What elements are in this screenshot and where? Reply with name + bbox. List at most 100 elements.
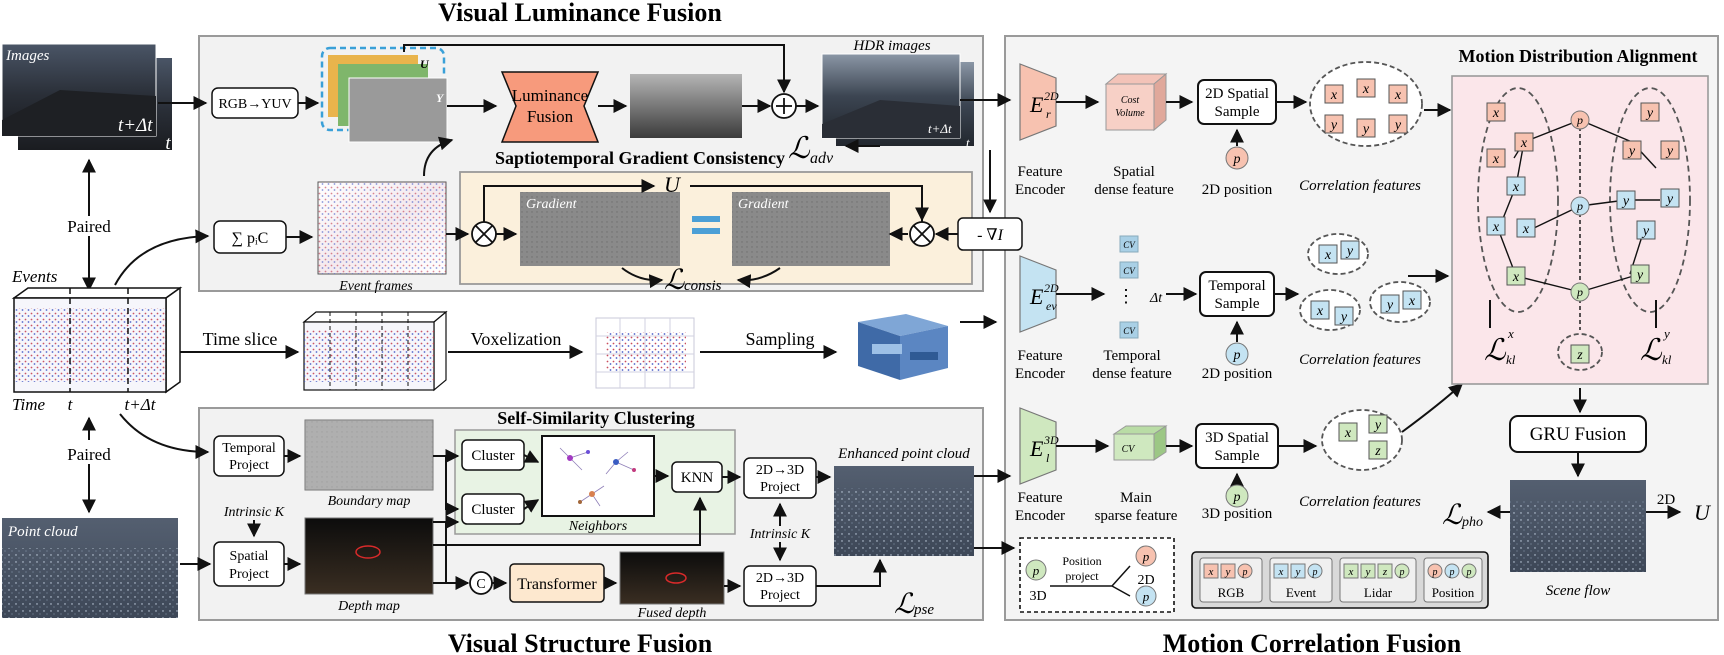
spatial-2d-1: 2D Spatial	[1205, 86, 1269, 102]
mda-y-0: y	[1645, 106, 1654, 121]
mda-x-4-box	[1486, 216, 1506, 236]
corr-rgb-1-box	[1356, 78, 1376, 98]
spatial-3d-2: Sample	[1215, 448, 1260, 464]
corr-cells-lidar: xyz	[1338, 414, 1388, 460]
cv-ellipsis: ⋮	[1117, 286, 1135, 306]
enhanced-point-cloud-dots	[834, 488, 974, 556]
legend-0-box-0	[1203, 563, 1219, 579]
cost-volume-2: Volume	[1115, 108, 1145, 119]
arrow-event-to-fusion	[423, 136, 454, 177]
cost-volume-side	[1153, 72, 1167, 132]
sampling-label: Sampling	[745, 329, 814, 349]
knn-label: KNN	[681, 470, 714, 486]
mda-z: z	[1576, 348, 1583, 363]
legend-2-node-3	[1394, 563, 1410, 579]
position-project-3d-node	[1025, 559, 1047, 581]
encoder-lidar	[1019, 407, 1057, 485]
multiply-op-right-x	[913, 225, 931, 243]
corr-rgb-0-box	[1324, 84, 1344, 104]
cluster-1-label: Cluster	[471, 448, 514, 464]
mda-p-lidar: p	[1576, 285, 1583, 299]
yuv-y-tag: Y	[436, 91, 445, 105]
gradient-image-right	[732, 192, 890, 266]
l-kl-y-sup: y	[1662, 326, 1670, 341]
spatial-project-2: Project	[229, 567, 269, 582]
delta-t-label: Δt	[1149, 291, 1163, 306]
legend-0-box-1	[1220, 563, 1236, 579]
mda-z-box	[1570, 344, 1590, 364]
equals-bar-top	[692, 216, 720, 222]
u-label: U	[664, 172, 682, 197]
weighted-sum-label: ∑ pᵢC	[232, 230, 269, 247]
l-consis-script: ℒ	[664, 265, 685, 296]
pos2d-event: 2D position	[1202, 366, 1273, 382]
corr-label-event: Correlation features	[1299, 352, 1421, 368]
corr-rgb-1: x	[1362, 82, 1370, 97]
corr-label-rgb: Correlation features	[1299, 178, 1421, 194]
corr-rgb-5: y	[1393, 118, 1402, 133]
arrow-events-sum	[114, 229, 210, 286]
cv-tag-2: CV	[1123, 266, 1136, 276]
encoder-lidar-sup: 3D	[1043, 433, 1059, 447]
legend-label-3: Position	[1432, 585, 1475, 600]
legend-label-1: Event	[1286, 585, 1317, 600]
project-top-1: 2D→3D	[756, 463, 804, 478]
p-event: p	[1233, 348, 1241, 363]
legend-1-p-2: p	[1312, 567, 1318, 578]
arrow-uv-skip	[403, 44, 791, 94]
pos2d-rgb: 2D position	[1202, 182, 1273, 198]
mda-x-1-box	[1514, 132, 1534, 152]
position-node-rgb	[1225, 146, 1249, 170]
arrow-consis-right	[736, 267, 781, 289]
mda-x-5: x	[1522, 222, 1530, 237]
corr-event-2-box	[1310, 300, 1330, 320]
corr-event-0: x	[1324, 248, 1332, 263]
grad-op-box	[957, 217, 1023, 251]
mda-y-5: y	[1641, 224, 1650, 239]
paired-top-label: Paired	[67, 217, 111, 236]
position-project-rgb-node	[1135, 545, 1157, 567]
luminance-output-image	[630, 74, 742, 138]
point-cloud-dots	[2, 548, 178, 618]
cost-volume	[1105, 83, 1155, 131]
time-slice-label: Time slice	[203, 329, 278, 349]
event-stream-dots	[14, 308, 166, 382]
pp-fork	[1050, 565, 1131, 597]
main-sparse-2: sparse feature	[1095, 508, 1178, 524]
mda-x-5-box	[1516, 218, 1536, 238]
t-dt-axis-label: t+Δt	[125, 395, 157, 414]
mda-y-4-box	[1660, 188, 1680, 208]
transformer-label: Transformer	[517, 576, 597, 593]
neighbors-box	[541, 435, 655, 517]
encoder-rgb-sub: r	[1046, 107, 1051, 121]
encoder-event-sub: ev	[1046, 299, 1057, 313]
legend-2-box-1	[1360, 563, 1376, 579]
intrinsic-k-left: Intrinsic K	[223, 505, 285, 520]
luminance-fusion-line2: Fusion	[527, 107, 574, 126]
mda-y-0-box	[1640, 102, 1660, 122]
corr-group-lidar	[1321, 409, 1403, 471]
yuv-y-channel	[348, 77, 448, 143]
corr-rgb-2-box	[1388, 84, 1408, 104]
pp-label-1: Position	[1062, 554, 1101, 568]
stgc-title: Saptiotemporal Gradient Consistency	[495, 148, 785, 168]
mda-p-lidar-circle	[1570, 282, 1590, 302]
position-node-lidar	[1225, 484, 1249, 508]
mda-x-4: x	[1492, 220, 1500, 235]
corr-event-1-box	[1340, 240, 1360, 260]
legend-1-box-1	[1290, 563, 1306, 579]
temporal-s-1: Temporal	[1208, 278, 1265, 294]
pp-3d-label: 3D	[1029, 589, 1046, 604]
legend-2-box-0	[1343, 563, 1359, 579]
legend-3-node-1	[1444, 563, 1460, 579]
depth-map-image	[304, 517, 434, 595]
t-axis-label: t	[68, 395, 74, 414]
legend-3-p-0: p	[1432, 567, 1438, 578]
l-consis-sub: consis	[684, 278, 722, 294]
slice-block-side	[433, 310, 447, 392]
legend-1-item-0: x	[1278, 566, 1284, 578]
arrow-depth-knn	[433, 496, 707, 546]
luminance-fusion-block	[500, 71, 600, 143]
